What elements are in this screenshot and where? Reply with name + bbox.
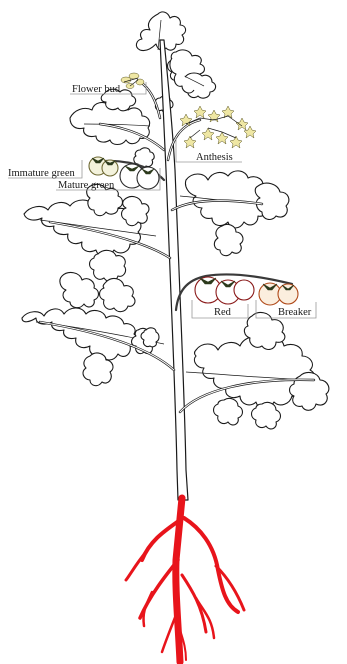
main-stem — [160, 40, 188, 500]
immature-green-label: Immature green — [8, 168, 76, 179]
red-fruit — [195, 277, 254, 304]
anthesis-flower-cluster — [180, 106, 256, 148]
lower-left-leaf — [22, 273, 164, 386]
breaker-fruit — [259, 283, 298, 305]
flower-bud-cluster — [121, 73, 144, 89]
mature-green-fruit — [120, 164, 159, 189]
lower-right-leaf — [186, 313, 329, 429]
mid-left-leaf — [24, 184, 156, 281]
flower — [194, 106, 206, 118]
red-label: Red — [214, 307, 232, 318]
mature-green-label: Mature green — [58, 180, 115, 191]
root-system — [126, 498, 244, 662]
breaker-label: Breaker — [278, 307, 312, 318]
flower — [236, 118, 248, 130]
mid-right-leaf — [180, 171, 289, 256]
apical-leaf — [136, 12, 215, 98]
flower — [244, 126, 256, 138]
flower — [202, 128, 214, 140]
anthesis-label: Anthesis — [196, 152, 233, 163]
upper-left-leaf — [70, 89, 150, 144]
flower-bud-label: Flower bud — [72, 84, 121, 95]
